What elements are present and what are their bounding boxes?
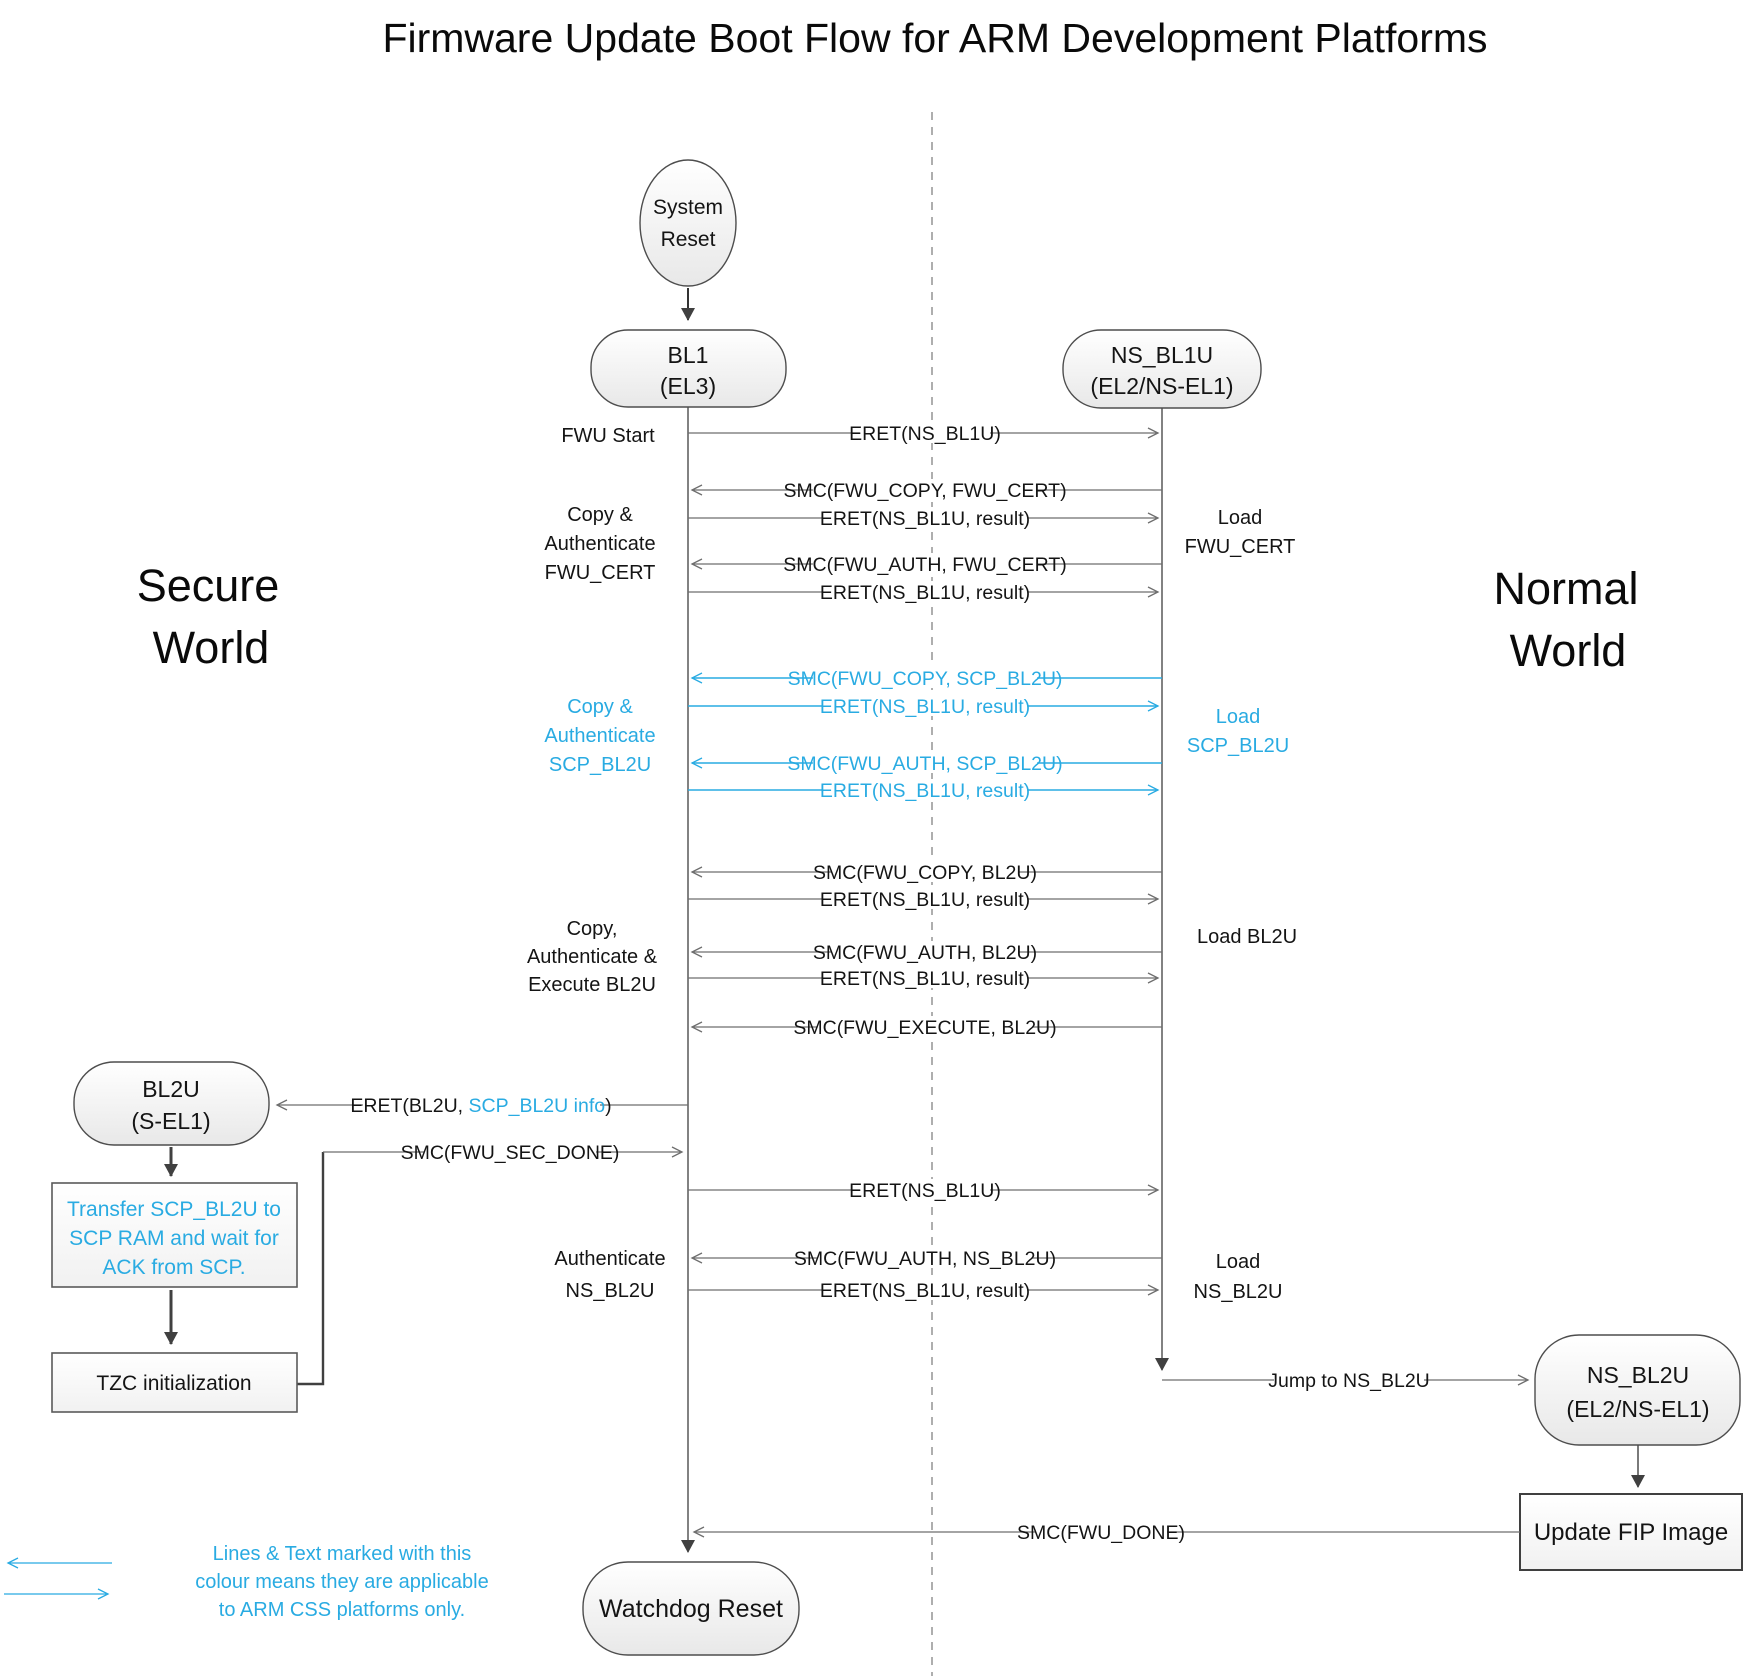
message-label-bg bbox=[822, 695, 1028, 716]
transfer-scp-box bbox=[51, 1182, 298, 1288]
authenticate-ns-bl2u-label: NS_BL2U bbox=[566, 1280, 655, 1302]
copy-auth-exec-bl2u-label: Authenticate & bbox=[527, 946, 658, 968]
load-ns-bl2u-label: NS_BL2U bbox=[1194, 1281, 1283, 1303]
message-label: SMC(FWU_COPY, BL2U) bbox=[813, 862, 1037, 884]
watchdog-reset-label: Watchdog Reset bbox=[599, 1595, 783, 1623]
message-label-bg bbox=[812, 553, 1038, 574]
legend-text: Lines & Text marked with this bbox=[213, 1543, 472, 1565]
copy-auth-exec-bl2u-label: Execute BL2U bbox=[528, 974, 656, 996]
message-label: ERET(NS_BL1U, result) bbox=[820, 696, 1030, 718]
message-label-bg bbox=[822, 779, 1028, 800]
eret-bl2u-label: ERET(BL2U, SCP_BL2U info) bbox=[350, 1095, 611, 1117]
normal-world-label: Normal bbox=[1493, 563, 1638, 614]
message-label-bg bbox=[831, 941, 1019, 962]
message-label: SMC(FWU_AUTH, BL2U) bbox=[813, 942, 1037, 964]
copy-auth-fwu-cert-label: Authenticate bbox=[544, 533, 655, 555]
copy-auth-fwu-cert-label: Copy & bbox=[567, 504, 633, 526]
message-label: ERET(NS_BL1U) bbox=[849, 1180, 1001, 1202]
message-label: ERET(NS_BL1U) bbox=[849, 423, 1001, 445]
transfer-scp-text: ACK from SCP. bbox=[102, 1256, 245, 1279]
load-fwu-cert-label: FWU_CERT bbox=[1185, 536, 1296, 558]
load-fwu-cert-label: Load bbox=[1218, 507, 1263, 529]
authenticate-ns-bl2u-label: Authenticate bbox=[554, 1248, 665, 1270]
secure-world-label: Secure bbox=[137, 560, 280, 611]
message-label: ERET(NS_BL1U, result) bbox=[820, 1280, 1030, 1302]
message-label-bg bbox=[822, 507, 1028, 528]
watchdog-reset-node bbox=[582, 1561, 800, 1656]
message-label: SMC(FWU_AUTH, FWU_CERT) bbox=[783, 554, 1066, 576]
system-reset-label: Reset bbox=[661, 228, 716, 251]
message-label-bg bbox=[822, 581, 1028, 602]
message-label-bg bbox=[822, 1279, 1028, 1300]
ns-bl2u-label: (EL2/NS-EL1) bbox=[1566, 1396, 1709, 1422]
system-reset-node bbox=[639, 159, 737, 287]
update-fip-text: Update FIP Image bbox=[1534, 1519, 1728, 1546]
transfer-scp-text: Transfer SCP_BL2U to bbox=[67, 1198, 281, 1221]
message-label-bg bbox=[812, 752, 1038, 773]
message-label-bg bbox=[817, 1016, 1033, 1037]
message-label: ERET(NS_BL1U, result) bbox=[820, 508, 1030, 530]
normal-world-label: World bbox=[1510, 625, 1627, 676]
load-ns-bl2u-label: Load bbox=[1216, 1251, 1261, 1273]
message-label-bg bbox=[822, 967, 1028, 988]
message-label: SMC(FWU_COPY, FWU_CERT) bbox=[783, 480, 1066, 502]
message-label: SMC(FWU_AUTH, SCP_BL2U) bbox=[787, 753, 1062, 775]
message-label: ERET(NS_BL1U, result) bbox=[820, 889, 1030, 911]
ns-bl1u-label: (EL2/NS-EL1) bbox=[1090, 373, 1233, 399]
message-label: ERET(NS_BL1U, result) bbox=[820, 968, 1030, 990]
message-label-bg bbox=[812, 667, 1038, 688]
bl1-label: (EL3) bbox=[660, 373, 716, 399]
copy-auth-exec-bl2u-label: Copy, bbox=[567, 918, 618, 940]
smc-done-label: SMC(FWU_DONE) bbox=[1017, 1522, 1185, 1544]
bl2u-label: (S-EL1) bbox=[131, 1108, 210, 1134]
load-bl2u-label: Load BL2U bbox=[1197, 926, 1297, 948]
copy-auth-scp-bl2u-label: Authenticate bbox=[544, 725, 655, 747]
smc-sec-done-label: SMC(FWU_SEC_DONE) bbox=[401, 1142, 620, 1164]
tzc-init-text: TZC initialization bbox=[96, 1372, 251, 1395]
sec-done-elbow-line bbox=[297, 1152, 325, 1386]
tzc-init-box bbox=[51, 1352, 298, 1413]
copy-auth-scp-bl2u-label: SCP_BL2U bbox=[549, 754, 651, 776]
diagram-title: Firmware Update Boot Flow for ARM Develo… bbox=[382, 15, 1487, 61]
fwu-start-label: FWU Start bbox=[561, 425, 655, 447]
message-label: ERET(NS_BL1U, result) bbox=[820, 780, 1030, 802]
message-label-bg bbox=[817, 1247, 1033, 1268]
bl1-label: BL1 bbox=[668, 342, 709, 368]
jump-ns-bl2u-label-bg bbox=[1274, 1369, 1424, 1391]
smc-done-label-bg bbox=[1035, 1521, 1167, 1543]
load-scp-bl2u-label: SCP_BL2U bbox=[1187, 735, 1289, 757]
copy-auth-fwu-cert-label: FWU_CERT bbox=[545, 562, 656, 584]
ns-bl1u-label: NS_BL1U bbox=[1111, 342, 1213, 368]
message-label-bg bbox=[859, 422, 991, 443]
message-label-bg bbox=[859, 1179, 991, 1200]
jump-ns-bl2u-label: Jump to NS_BL2U bbox=[1268, 1370, 1430, 1392]
message-label: SMC(FWU_EXECUTE, BL2U) bbox=[793, 1017, 1056, 1039]
legend-text: colour means they are applicable bbox=[195, 1571, 489, 1593]
ns-bl2u-label: NS_BL2U bbox=[1587, 1362, 1689, 1388]
update-fip-box bbox=[1519, 1493, 1743, 1571]
secure-world-label: World bbox=[153, 622, 270, 673]
message-label: SMC(FWU_AUTH, NS_BL2U) bbox=[794, 1248, 1056, 1270]
smc-sec-done-label-bg bbox=[424, 1141, 596, 1163]
copy-auth-scp-bl2u-label: Copy & bbox=[567, 696, 633, 718]
load-scp-bl2u-label: Load bbox=[1216, 706, 1261, 728]
message-label-bg bbox=[822, 888, 1028, 909]
legend-text: to ARM CSS platforms only. bbox=[219, 1599, 465, 1621]
system-reset-label: System bbox=[653, 196, 723, 219]
message-label-bg bbox=[812, 479, 1038, 500]
messages-layer: ERET(NS_BL1U) SMC(FWU_COPY, FWU_CERT) ERET… bbox=[688, 422, 1162, 1302]
message-label: ERET(NS_BL1U, result) bbox=[820, 582, 1030, 604]
bl2u-label: BL2U bbox=[142, 1076, 200, 1102]
message-label-bg bbox=[831, 861, 1019, 882]
ns-bl2u-node bbox=[1534, 1334, 1741, 1446]
transfer-scp-text: SCP RAM and wait for bbox=[69, 1227, 279, 1250]
message-label: SMC(FWU_COPY, SCP_BL2U) bbox=[788, 668, 1063, 690]
eret-bl2u-label-bg bbox=[363, 1094, 600, 1116]
bl2u-node bbox=[73, 1061, 270, 1146]
